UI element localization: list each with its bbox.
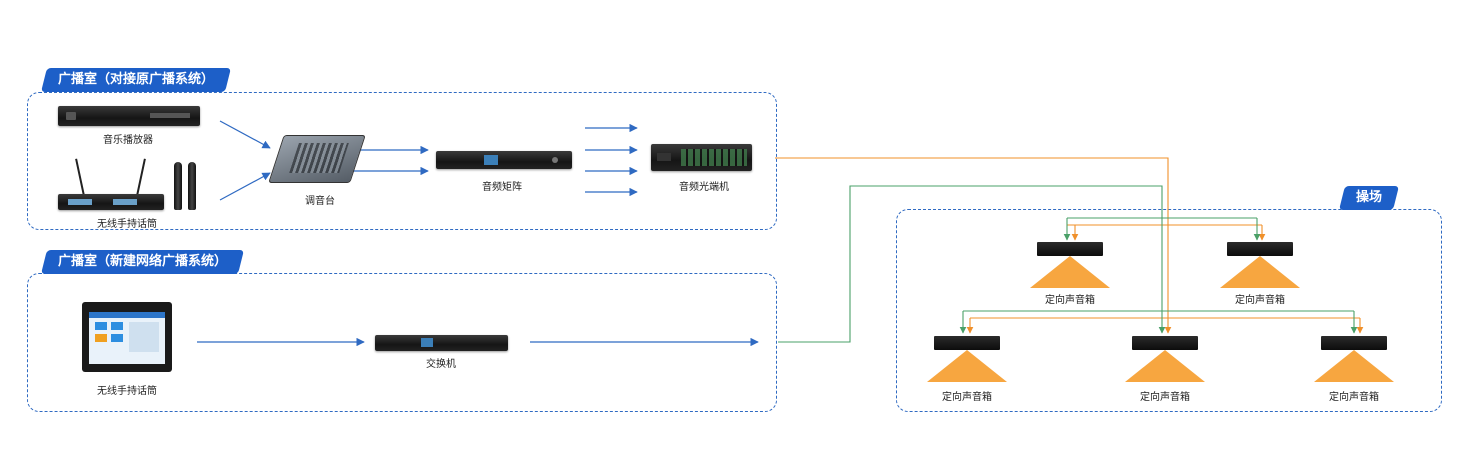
mixer-device bbox=[268, 135, 366, 187]
speaker-box bbox=[934, 336, 1000, 350]
speaker-label: 定向声音箱 bbox=[1235, 295, 1285, 306]
legacy-broadcast-room-panel bbox=[27, 92, 777, 230]
speaker-box bbox=[1227, 242, 1293, 256]
speaker-label: 定向声音箱 bbox=[942, 392, 992, 403]
speaker-label: 定向声音箱 bbox=[1140, 392, 1190, 403]
sound-beam bbox=[1030, 256, 1110, 288]
audio-matrix-label: 音频矩阵 bbox=[482, 182, 522, 193]
speaker-box bbox=[1321, 336, 1387, 350]
speaker-label: 定向声音箱 bbox=[1329, 392, 1379, 403]
music-player-label: 音乐播放器 bbox=[103, 135, 153, 146]
fiber-terminal-label: 音频光端机 bbox=[679, 182, 729, 193]
network-switch-label: 交换机 bbox=[426, 359, 456, 370]
speaker-box bbox=[1132, 336, 1198, 350]
audio-matrix-device bbox=[436, 151, 572, 169]
green-trunk-line bbox=[778, 185, 1358, 343]
sound-beam bbox=[1125, 350, 1205, 382]
fiber-terminal-device bbox=[651, 144, 752, 171]
sound-beam bbox=[1314, 350, 1394, 382]
orange-trunk-line bbox=[775, 157, 1364, 334]
network-broadcast-room-panel bbox=[27, 273, 777, 412]
speaker-label: 定向声音箱 bbox=[1045, 295, 1095, 306]
wireless-mic-receiver-device bbox=[58, 158, 198, 212]
mixer-label: 调音台 bbox=[305, 196, 335, 207]
sound-beam bbox=[1220, 256, 1300, 288]
legacy-signal-arrows bbox=[219, 120, 638, 201]
touch-terminal-label: 无线手持话筒 bbox=[97, 386, 157, 397]
sound-beam bbox=[927, 350, 1007, 382]
wireless-mic-label: 无线手持话筒 bbox=[97, 219, 157, 230]
speaker-box bbox=[1037, 242, 1103, 256]
touch-terminal-device bbox=[82, 302, 172, 372]
field-panel bbox=[896, 209, 1442, 412]
network-switch-device bbox=[375, 335, 508, 351]
music-player-device bbox=[58, 106, 200, 126]
